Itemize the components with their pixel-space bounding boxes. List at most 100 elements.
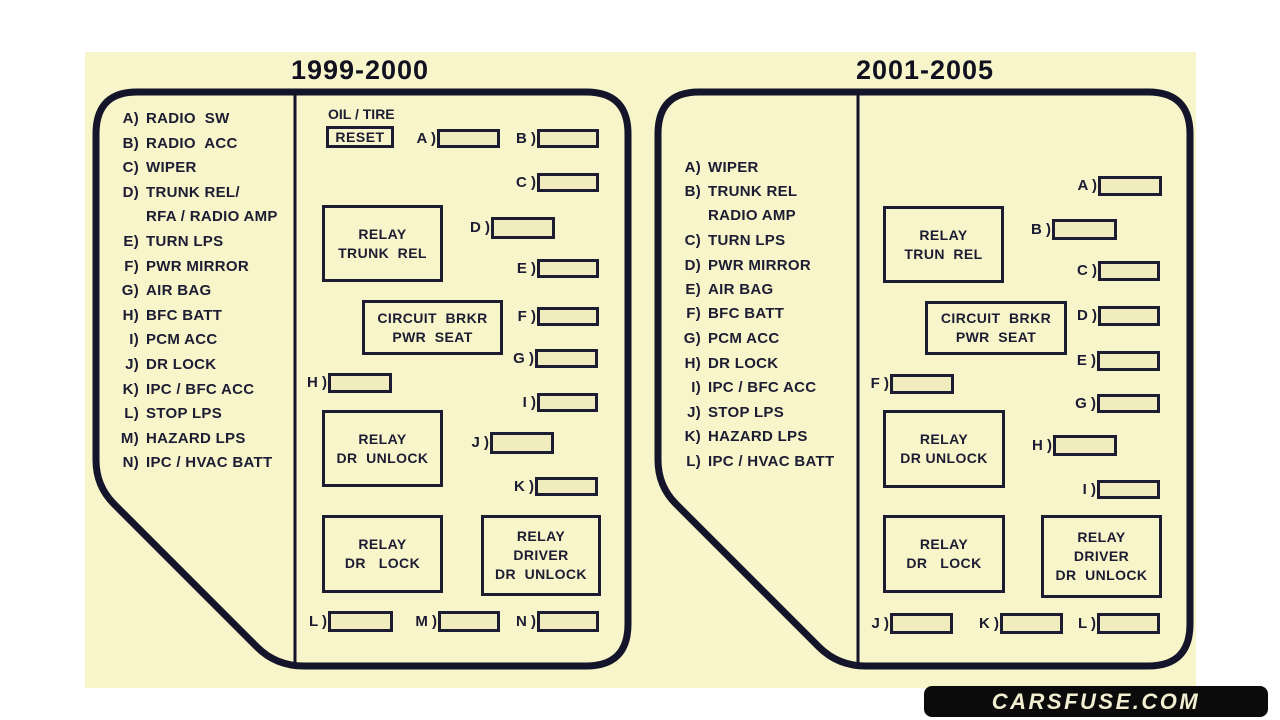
legend-letter: B) [684,183,701,200]
fuse-slot-label: L ) [308,612,327,630]
fuse-slot-label: M ) [415,612,437,630]
legend-label: TRUNK REL/ [146,184,240,201]
legend-letter: J) [687,404,701,421]
legend-letter: N) [122,454,139,471]
legend-item-2001-2005: C)TURN LPS [675,232,786,249]
legend-label: TURN LPS [708,232,786,249]
legend-item-2001-2005: B)TRUNK REL [675,183,798,200]
legend-label: IPC / HVAC BATT [708,453,835,470]
legend-letter: I) [129,331,139,348]
fuse-slot-D-2001-2005: D ) [1077,306,1160,326]
fuse-slot-L-1999-2000: L ) [309,611,393,632]
legend-letter: D) [684,257,701,274]
legend-item-1999-2000: C) WIPER [113,159,197,176]
fuse-slot-G-2001-2005: G ) [1075,394,1160,413]
legend-letter: B) [122,135,139,152]
legend-item-1999-2000: L) STOP LPS [113,405,222,422]
legend-item-2001-2005: H)DR LOCK [675,355,779,372]
legend-letter: A) [122,110,139,127]
legend-label: WIPER [146,159,197,176]
legend-item-1999-2000: G) AIR BAG [113,282,211,299]
fuse-slot-C-2001-2005: C ) [1077,261,1160,281]
carsfuse-watermark-badge: CARSFUSE.COM [924,686,1268,717]
relay-label-line: PWR SEAT [392,328,473,345]
legend-letter: L) [124,405,139,422]
fuse-slot-B-2001-2005: B ) [1031,219,1117,240]
legend-letter: E) [685,281,701,298]
fuse-slot-label: H ) [307,373,327,391]
relay-label-line: RELAY [516,528,566,544]
fuse-slot-E-2001-2005: E ) [1077,351,1160,371]
relay-label-line: RELAY [358,536,407,552]
legend-item-1999-2000: D) TRUNK REL/ [113,184,240,201]
legend-letter: D) [122,184,139,201]
legend-label: HAZARD LPS [708,428,808,445]
legend-label: WIPER [708,159,759,176]
fuse-slot-D-1999-2000: D ) [470,217,555,239]
fuse-slot-I-2001-2005: I ) [1083,480,1160,499]
legend-label: RADIO SW [146,110,230,127]
legend-label: AIR BAG [146,282,212,299]
legend-label: DR LOCK [146,356,217,373]
relay-label-line: DR UNLOCK [336,449,429,466]
relay-label-line: DRIVER [513,547,569,563]
fuse-slot-C-1999-2000: C ) [516,173,599,192]
fuse-slot-N-1999-2000: N ) [516,611,599,632]
legend-letter: L) [686,453,701,470]
relay-label-line: RELAY [358,430,407,447]
fuse-slot-label: F ) [517,307,536,325]
relay-box-2001-2005: RELAY DR UNLOCK [883,410,1005,488]
relay-box-1999-2000: RELAY DR LOCK [322,515,443,593]
fuse-slot-label: C ) [1077,261,1097,279]
legend-item-1999-2000: M) HAZARD LPS [113,430,246,447]
fuse-slot-label: K ) [514,477,534,495]
fuse-slot-K-1999-2000: K ) [514,477,598,496]
legend-label: STOP LPS [708,404,785,421]
relay-label-line: RELAY [919,226,968,243]
legend-item-1999-2000: RFA / RADIO AMP [113,208,278,225]
legend-letter: M) [120,430,139,447]
legend-item-1999-2000: B)RADIO ACC [113,135,238,152]
fuse-slot-label: D ) [1077,306,1097,324]
relay-label-line: DR UNLOCK [900,450,988,466]
legend-letter: G) [121,282,139,299]
relay-label-line: RELAY [1077,529,1126,545]
legend-letter: H) [122,307,139,324]
relay-label-line: RELAY [919,431,969,447]
relay-box-1999-2000: RELAY DR UNLOCK [322,410,443,487]
legend-label: IPC / BFC ACC [708,379,817,396]
legend-item-2001-2005: I)IPC / BFC ACC [675,379,816,396]
relay-box-2001-2005: RELAY TRUN REL [883,206,1004,283]
relay-label-line: DR UNLOCK [495,566,587,582]
relay-label-line: DR LOCK [344,555,421,571]
legend-item-1999-2000: N)IPC / HVAC BATT [113,454,273,471]
carsfuse-watermark-text: CARSFUSE.COM [991,688,1201,714]
legend-letter: J) [125,356,139,373]
relay-label-line: CIRCUIT BRKR [377,309,488,326]
legend-label: STOP LPS [146,405,223,422]
legend-label: HAZARD LPS [146,430,246,447]
panel-title-1999-2000: 1999-2000 [290,55,430,85]
legend-item-1999-2000: J) DR LOCK [113,356,216,373]
legend-item-1999-2000: A) RADIO SW [113,110,230,127]
legend-letter: E) [123,233,139,250]
oil-tire-label: OIL / TIRE [328,106,395,122]
legend-item-1999-2000: H)BFC BATT [113,307,222,324]
legend-letter: G) [683,330,701,347]
legend-label: RFA / RADIO AMP [146,208,278,225]
legend-item-1999-2000: F)PWR MIRROR [113,258,249,275]
fuse-slot-label: H ) [1032,436,1052,454]
fuse-slot-label: E ) [1076,351,1096,369]
fuse-slot-label: N ) [516,612,536,630]
fuse-slot-A-2001-2005: A ) [1078,176,1162,196]
relay-label-line: TRUN REL [904,245,983,262]
legend-letter: C) [122,159,139,176]
relay-box-1999-2000: CIRCUIT BRKR PWR SEAT [362,300,503,355]
panel-title-2001-2005: 2001-2005 [855,55,995,85]
fuse-slot-label: I ) [1082,480,1096,498]
fuse-slot-label: G ) [1075,394,1096,412]
